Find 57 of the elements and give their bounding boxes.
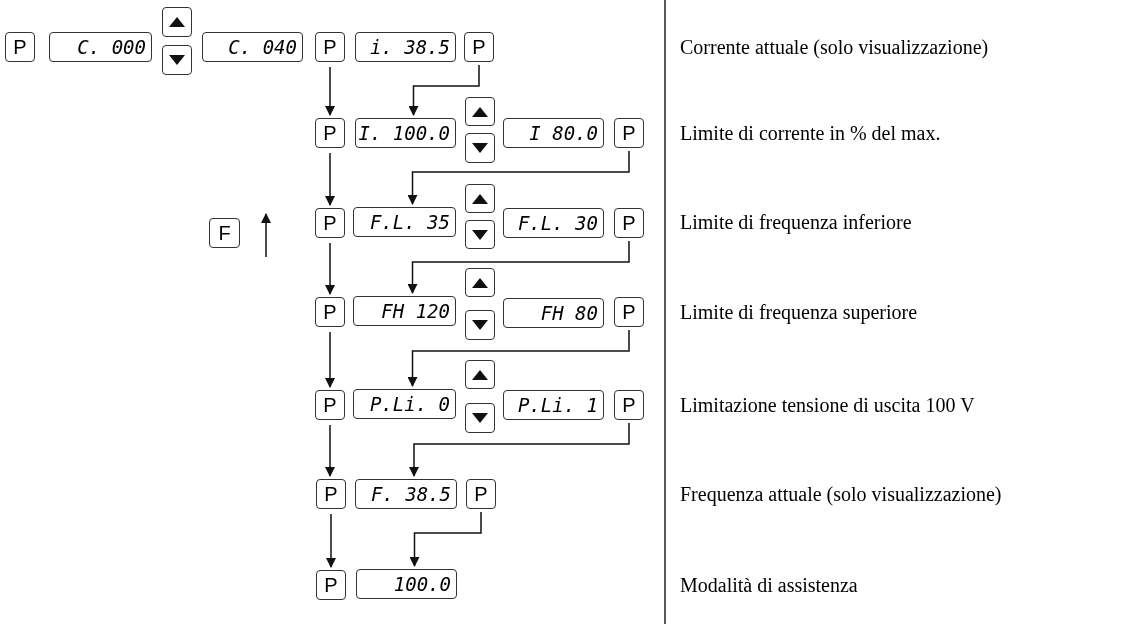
segment-display: P.Li. 0 xyxy=(353,389,456,419)
segment-display: FH 80 xyxy=(503,298,604,328)
down-arrow-button xyxy=(465,133,495,163)
arrow xyxy=(326,513,336,568)
key-button: P xyxy=(315,390,345,420)
description-text: Limite di frequenza inferiore xyxy=(680,210,912,234)
key-button: P xyxy=(315,32,345,62)
key-button: P xyxy=(315,208,345,238)
down-arrow-button xyxy=(162,45,192,75)
segment-display: F.L. 30 xyxy=(503,208,604,238)
key-button: F xyxy=(209,218,240,248)
down-arrow-button xyxy=(465,220,495,249)
key-button: P xyxy=(316,570,346,600)
description-text: Limite di corrente in % del max. xyxy=(680,121,941,145)
arrow xyxy=(325,66,335,116)
key-button: P xyxy=(315,297,345,327)
segment-display: 100.0 xyxy=(356,569,457,599)
description-text: Limitazione tensione di uscita 100 V xyxy=(680,393,975,417)
key-button: P xyxy=(614,390,644,420)
up-arrow-button xyxy=(465,184,495,213)
segment-display: FH 120 xyxy=(353,296,456,326)
segment-display: F.L. 35 xyxy=(353,207,456,237)
arrow xyxy=(409,422,630,477)
arrow xyxy=(407,150,630,205)
description-text: Modalità di assistenza xyxy=(680,573,858,597)
key-button: P xyxy=(316,479,346,509)
up-arrow-button xyxy=(465,360,495,389)
arrow xyxy=(325,424,335,477)
key-button: P xyxy=(466,479,496,509)
arrow xyxy=(325,331,335,388)
down-arrow-button xyxy=(465,403,495,433)
up-arrow-button xyxy=(465,268,495,297)
segment-display: P.Li. 1 xyxy=(503,390,604,420)
key-button: P xyxy=(464,32,494,62)
key-button: P xyxy=(315,118,345,148)
arrow xyxy=(407,240,630,294)
arrow xyxy=(407,329,630,387)
segment-display: i. 38.5 xyxy=(355,32,456,62)
arrow xyxy=(325,152,335,206)
description-text: Frequenza attuale (solo visualizzazione) xyxy=(680,482,1002,506)
up-arrow-button xyxy=(465,97,495,126)
arrow xyxy=(409,511,482,567)
key-button: P xyxy=(614,118,644,148)
description-text: Limite di frequenza superiore xyxy=(680,300,918,324)
down-arrow-button xyxy=(465,310,495,340)
arrow xyxy=(325,242,335,295)
key-button: P xyxy=(614,297,644,327)
segment-display: I. 100.0 xyxy=(355,118,456,148)
key-button: P xyxy=(5,32,35,62)
arrow xyxy=(408,64,480,116)
segment-display: C. 000 xyxy=(49,32,152,62)
key-button: P xyxy=(614,208,644,238)
segment-display: I 80.0 xyxy=(503,118,604,148)
segment-display: C. 040 xyxy=(202,32,303,62)
description-text: Corrente attuale (solo visualizzazione) xyxy=(680,35,989,59)
segment-display: F. 38.5 xyxy=(355,479,457,509)
up-arrow-button xyxy=(162,7,192,37)
